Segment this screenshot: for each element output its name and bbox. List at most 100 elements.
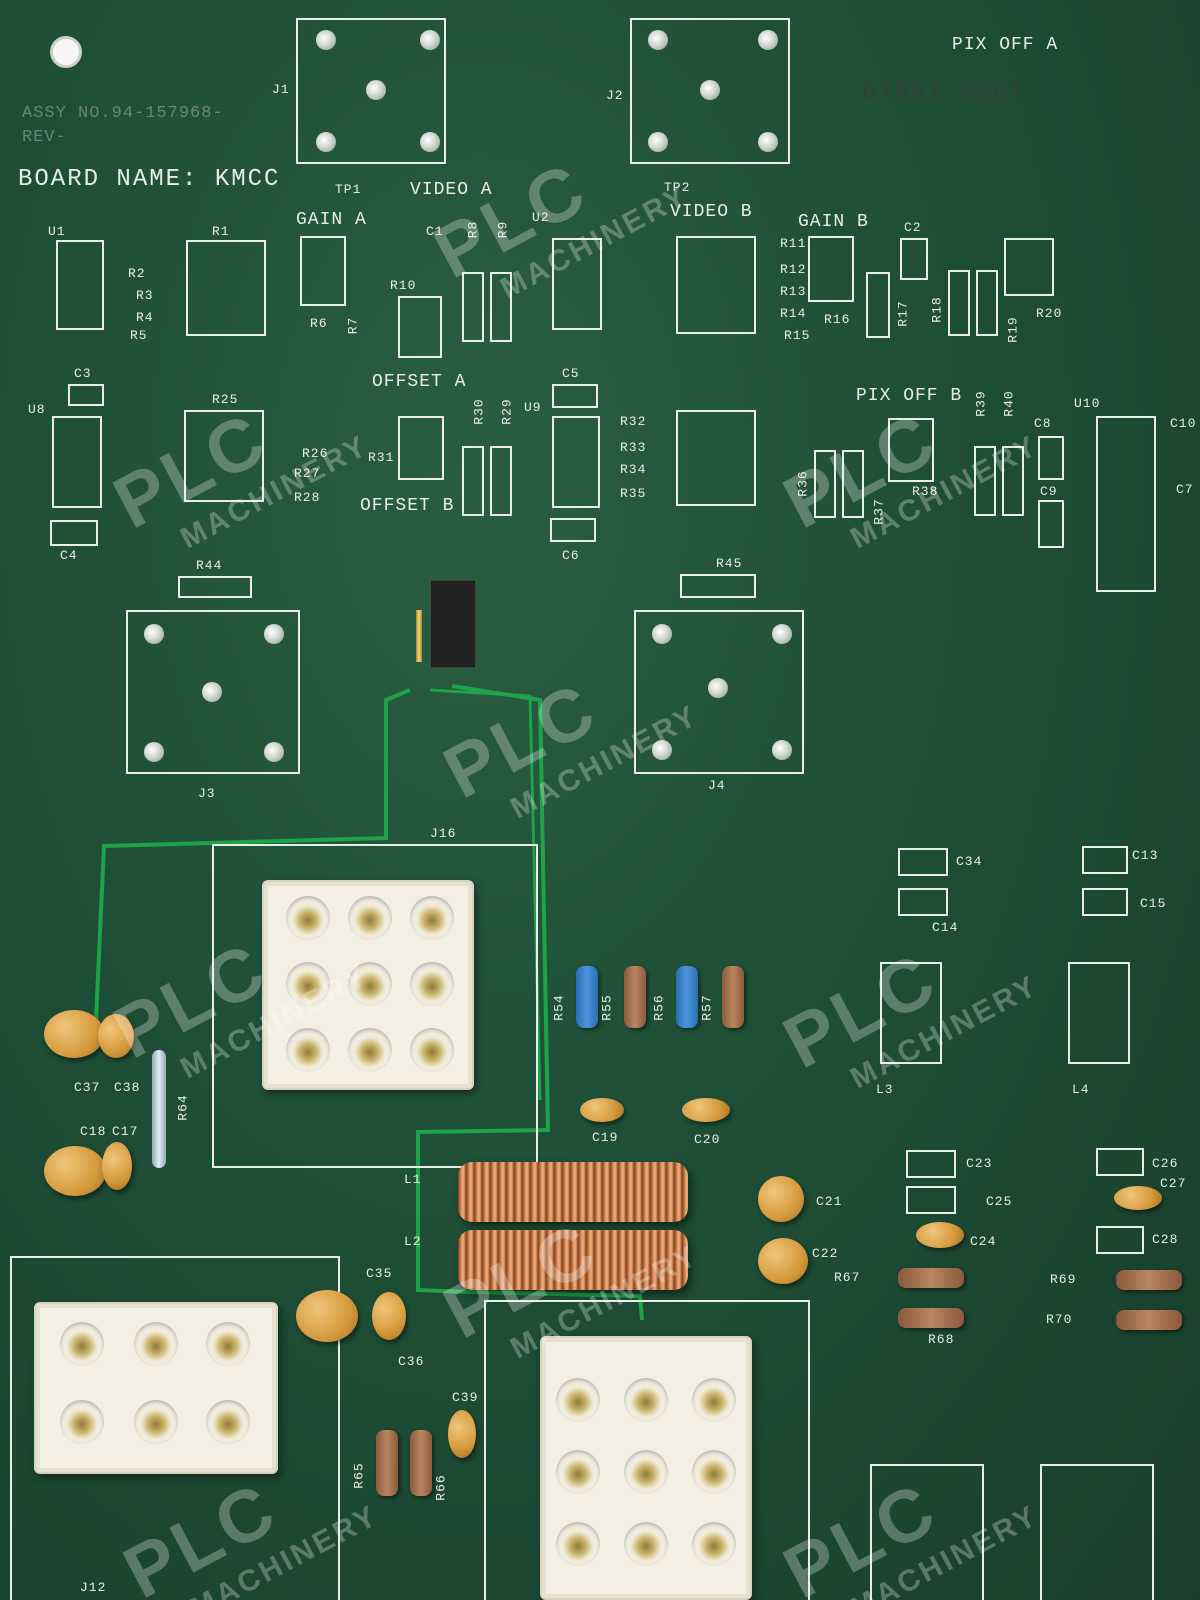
bottom-connector — [540, 1336, 752, 1600]
c4-label: C4 — [60, 548, 78, 563]
header-pin — [416, 610, 422, 662]
r68-resistor — [898, 1308, 964, 1328]
r70-resistor — [1116, 1310, 1182, 1330]
r45-footprint — [680, 574, 756, 598]
u1-label: U1 — [48, 224, 66, 239]
l4-label: L4 — [1072, 1082, 1090, 1097]
c36-label: C36 — [398, 1354, 425, 1369]
c34-label: C34 — [956, 854, 983, 869]
mounting-hole — [50, 36, 82, 68]
c36-capacitor — [372, 1292, 406, 1340]
r19-footprint — [976, 270, 998, 336]
j12-label: J12 — [80, 1580, 107, 1595]
c21-label: C21 — [816, 1194, 843, 1209]
c10-label: C10 — [1170, 416, 1197, 431]
r64-resistor — [152, 1050, 166, 1168]
j2-pad — [758, 132, 778, 152]
c27-capacitor — [1114, 1186, 1162, 1210]
tp2-label: TP2 — [664, 180, 691, 195]
j2-pad — [758, 30, 778, 50]
u9-footprint — [552, 416, 600, 508]
l4-footprint — [1068, 962, 1130, 1064]
r4-label: R4 — [136, 310, 154, 325]
c37-label: C37 — [74, 1080, 101, 1095]
j1-footprint — [296, 18, 446, 164]
c3-footprint — [68, 384, 104, 406]
c23-footprint — [906, 1150, 956, 1178]
board-name: BOARD NAME: KMCC — [18, 166, 281, 193]
u2-label: U2 — [532, 210, 550, 225]
jumper-header — [430, 580, 476, 668]
r11-label: R11 — [780, 236, 807, 251]
r2-label: R2 — [128, 266, 146, 281]
c13-footprint — [1082, 846, 1128, 874]
r20-pot — [1004, 238, 1054, 296]
r8-footprint — [462, 272, 484, 342]
r30-footprint — [462, 446, 484, 516]
offset-a-label: OFFSET A — [372, 372, 467, 392]
r15-label: R15 — [784, 328, 811, 343]
u8-footprint — [52, 416, 102, 508]
revision: REV- — [22, 128, 67, 147]
r35-label: R35 — [620, 486, 647, 501]
c25-label: C25 — [986, 1194, 1013, 1209]
r1-label: R1 — [212, 224, 230, 239]
c17-capacitor — [102, 1142, 132, 1190]
r45-label: R45 — [716, 556, 743, 571]
c22-label: C22 — [812, 1246, 839, 1261]
l3-label: L3 — [876, 1082, 894, 1097]
r38-label: R38 — [912, 484, 939, 499]
c35-label: C35 — [366, 1266, 393, 1281]
c8-label: C8 — [1034, 416, 1052, 431]
r68-label: R68 — [928, 1332, 955, 1347]
r29-footprint — [490, 446, 512, 516]
r13-label: R13 — [780, 284, 807, 299]
r37-footprint — [842, 450, 864, 518]
j2-footprint — [630, 18, 790, 164]
j2-pad — [648, 132, 668, 152]
c14-footprint — [898, 888, 948, 916]
r5-label: R5 — [130, 328, 148, 343]
c8-footprint — [1038, 436, 1064, 480]
j3-pad — [264, 742, 284, 762]
c5-footprint — [552, 384, 598, 408]
u2-footprint — [552, 238, 602, 330]
r57-label: R57 — [699, 994, 715, 1021]
gain-a-pot — [300, 236, 346, 306]
j3-pad — [264, 624, 284, 644]
r55-label: R55 — [599, 994, 615, 1021]
c24-label: C24 — [970, 1234, 997, 1249]
r1-footprint — [186, 240, 266, 336]
r6-label: R6 — [310, 316, 328, 331]
gain-b-pot — [808, 236, 854, 302]
j2-label: J2 — [606, 88, 624, 103]
j2-pad — [648, 30, 668, 50]
c37-capacitor — [44, 1010, 104, 1058]
j1-pad — [316, 132, 336, 152]
l2-inductor — [458, 1230, 688, 1290]
r20-label: R20 — [1036, 306, 1063, 321]
c20-capacitor — [682, 1098, 730, 1122]
c39-capacitor — [448, 1410, 476, 1458]
r26-label: R26 — [302, 446, 329, 461]
u8-label: U8 — [28, 402, 46, 417]
c35-capacitor — [296, 1290, 358, 1342]
l1-label: L1 — [404, 1172, 422, 1187]
j1-pad — [316, 30, 336, 50]
j16-connector — [262, 880, 474, 1090]
c26-footprint — [1096, 1148, 1144, 1176]
r67-resistor — [898, 1268, 964, 1288]
r34-label: R34 — [620, 462, 647, 477]
c9-label: C9 — [1040, 484, 1058, 499]
video-a-label: VIDEO A — [410, 180, 493, 200]
bottom-connector-outline — [484, 1300, 810, 1600]
r27-label: R27 — [294, 466, 321, 481]
j12-connector — [34, 1302, 278, 1474]
r3-label: R3 — [136, 288, 154, 303]
j16-label: J16 — [430, 826, 457, 841]
c39-label: C39 — [452, 1390, 479, 1405]
u9-label: U9 — [524, 400, 542, 415]
c18-label: C18 — [80, 1124, 107, 1139]
